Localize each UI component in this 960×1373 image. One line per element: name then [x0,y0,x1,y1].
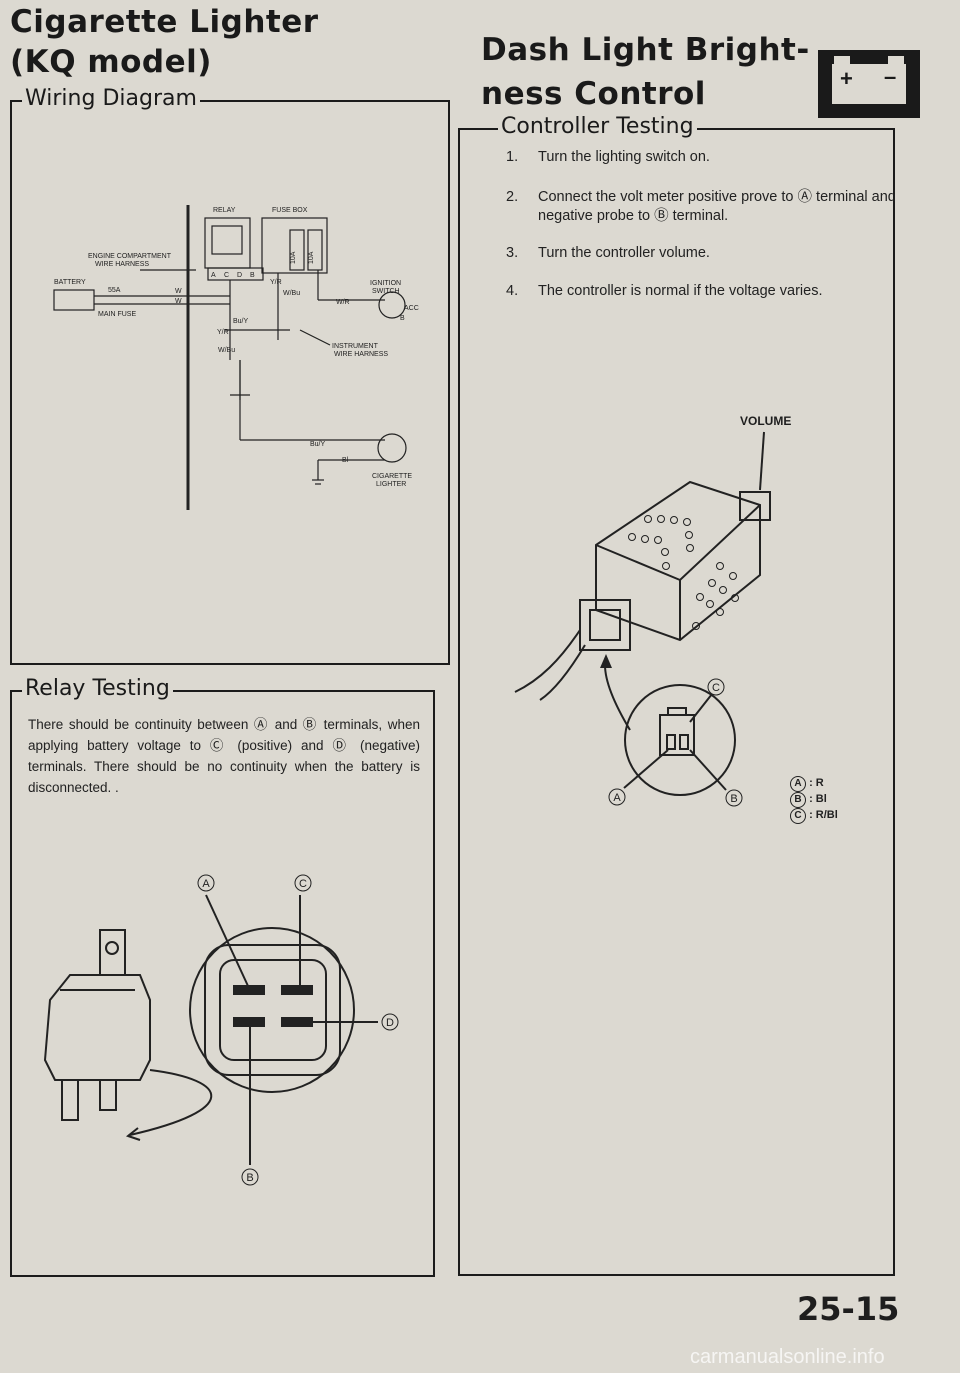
engine-harness-label-2: WIRE HARNESS [95,261,149,268]
watermark-text: carmanualsonline.info [690,1346,885,1368]
title-dash-light: Dash Light Bright- [481,32,810,68]
controller-callout-b: B [730,793,737,805]
fuse-box-label: FUSE BOX [272,207,308,214]
wiring-diagram-box [10,100,450,665]
fuse-55a-label: 55A [108,287,121,294]
main-fuse-label: MAIN FUSE [98,311,136,318]
instrument-harness-label-1: INSTRUMENT [332,343,379,350]
step-2: 2.Connect the volt meter positive prove … [506,189,896,224]
page-number: 25-15 [797,1290,900,1328]
battery-minus: – [884,64,897,89]
wire-wr: W/R [336,299,350,306]
volume-label: VOLUME [740,414,792,428]
relay-pin-a: A [211,272,216,279]
title-brightness-control: ness Control [481,76,706,112]
b-label: B [400,315,405,322]
legend-row-a: A : R [790,776,838,792]
relay-callout-d: D [386,1017,394,1029]
wire-yr: Y/R [270,279,282,286]
instrument-harness-label-2: WIRE HARNESS [334,351,388,358]
battery-plus: + [840,66,853,91]
cigarette-lighter-label-2: LIGHTER [376,481,406,488]
step-4: 4.The controller is normal if the voltag… [506,283,823,299]
ignition-switch-label-1: IGNITION [370,280,401,287]
relay-testing-heading: Relay Testing [22,676,173,701]
relay-callout-a: A [202,878,210,890]
relay-testing-box [10,690,435,1277]
engine-harness-label-1: ENGINE COMPARTMENT [88,253,172,260]
title-cigarette-lighter: Cigarette Lighter [10,4,319,40]
battery-icon: + – [818,50,920,118]
wire-bl: Bl [342,457,349,464]
acc-label: ACC [404,305,419,312]
relay-illustration: A C D B [43,874,399,1186]
battery-label: BATTERY [54,279,86,286]
legend-row-b: B : Bl [790,792,838,808]
legend-row-c: C : R/Bl [790,808,838,824]
wiring-schematic: RELAY FUSE BOX ENGINE COMPARTMENT WIRE H… [53,205,419,510]
controller-callout-c: C [712,682,720,694]
wire-buy-2: Bu/Y [310,441,326,448]
relay-pin-d: D [237,272,242,279]
cigarette-lighter-label-1: CIGARETTE [372,473,412,480]
relay-callout-c: C [299,878,307,890]
fuse-10a-1: 10A [290,251,297,264]
relay-testing-text: There should be continuity between Ⓐ and… [28,717,420,795]
ignition-switch-label-2: SWITCH [372,288,400,295]
relay-pin-c: C [224,272,229,279]
relay-callout-b: B [246,1172,253,1184]
step-3: 3.Turn the controller volume. [506,245,710,261]
controller-illustration: C A B [514,431,771,807]
wire-w-2: W [175,298,182,305]
fuse-10a-2: 10A [308,251,315,264]
wire-yr-2: Y/R [217,329,229,336]
wire-wbu-2: W/Bu [218,347,235,354]
wire-wbu: W/Bu [283,290,300,297]
step-1: 1.Turn the lighting switch on. [506,149,710,165]
controller-callout-a: A [613,792,621,804]
wire-buy: Bu/Y [233,318,249,325]
controller-testing-heading: Controller Testing [498,114,697,139]
wiring-diagram-heading: Wiring Diagram [22,86,200,111]
relay-label: RELAY [213,207,236,214]
wire-w-1: W [175,288,182,295]
relay-pin-b: B [250,272,255,279]
wire-color-legend: A : R B : Bl C : R/Bl [790,776,838,824]
title-kq-model: (KQ model) [10,44,212,80]
